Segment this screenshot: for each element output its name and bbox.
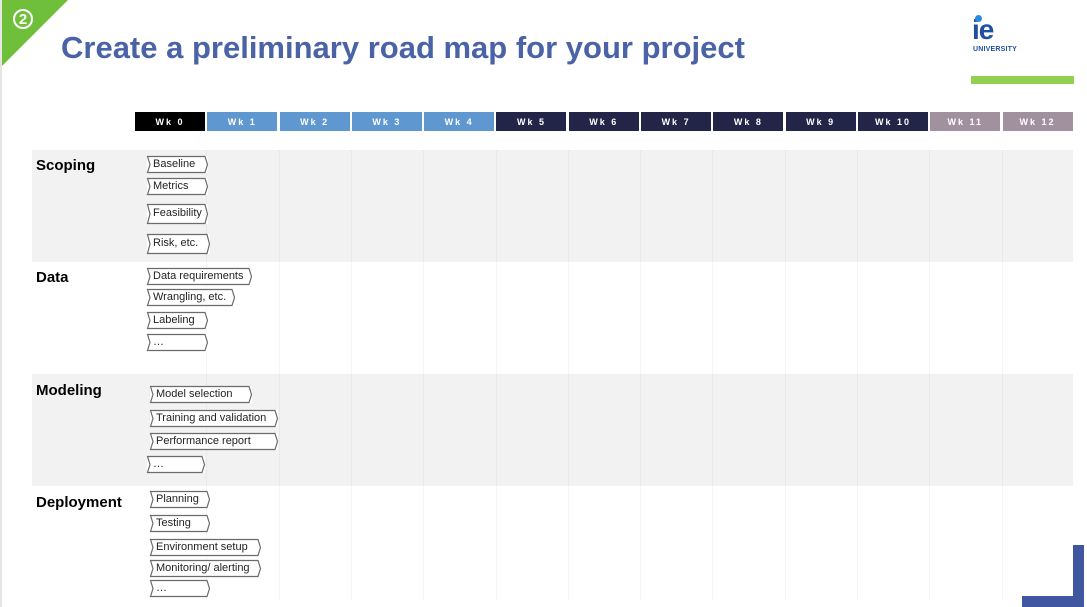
category-label-deployment: Deployment bbox=[36, 494, 122, 511]
week-column-guide bbox=[568, 150, 569, 600]
task-chip: Risk, etc. bbox=[146, 233, 211, 255]
chevron-shape-icon bbox=[146, 155, 209, 174]
task-chip-label: Risk, etc. bbox=[153, 237, 199, 249]
week-header-6: Wk 6 bbox=[568, 112, 639, 131]
logo-mark: ie bbox=[972, 14, 994, 45]
week-header-3: Wk 3 bbox=[351, 112, 422, 131]
week-column-guide bbox=[785, 150, 786, 600]
chevron-shape-icon bbox=[146, 333, 209, 352]
week-column-guide bbox=[857, 150, 858, 600]
task-chip-label: Labeling bbox=[153, 314, 195, 326]
task-chip: … bbox=[146, 455, 206, 474]
task-chip-label: … bbox=[156, 582, 167, 594]
accent-bar bbox=[971, 76, 1074, 84]
week-header-9: Wk 9 bbox=[785, 112, 856, 131]
task-chip: … bbox=[149, 579, 211, 598]
chevron-shape-icon bbox=[146, 203, 209, 225]
corner-decoration-vertical bbox=[1073, 545, 1084, 607]
task-chip: Training and validation bbox=[149, 409, 279, 428]
logo-dot-icon bbox=[975, 15, 982, 22]
corner-decoration-horizontal bbox=[1022, 596, 1084, 607]
task-chip: Feasibility bbox=[146, 203, 209, 225]
task-chip: Performance report bbox=[149, 432, 279, 451]
chevron-shape-icon bbox=[146, 177, 209, 196]
task-chip: Baseline bbox=[146, 155, 209, 174]
task-chip-label: Planning bbox=[156, 493, 199, 505]
chevron-shape-icon bbox=[149, 514, 211, 533]
task-chip-label: Testing bbox=[156, 517, 191, 529]
task-chip: Planning bbox=[149, 490, 211, 509]
task-chip-label: Baseline bbox=[153, 158, 196, 170]
task-chip: Labeling bbox=[146, 311, 209, 330]
task-chip-label: … bbox=[153, 458, 164, 470]
week-header-4: Wk 4 bbox=[424, 112, 495, 131]
chevron-shape-icon bbox=[149, 579, 211, 598]
week-header-11: Wk 11 bbox=[930, 112, 1001, 131]
task-chip-label: Feasibility bbox=[153, 207, 202, 219]
week-column-guide bbox=[1002, 150, 1003, 600]
logo-subtext: UNIVERSITY bbox=[973, 46, 1018, 53]
week-column-guide bbox=[929, 150, 930, 600]
week-header-2: Wk 2 bbox=[279, 112, 350, 131]
week-column-guide bbox=[423, 150, 424, 600]
chevron-shape-icon bbox=[146, 267, 253, 286]
task-chip: Data requirements bbox=[146, 267, 253, 286]
task-chip-label: Data requirements bbox=[153, 270, 244, 282]
task-chip-label: Performance report bbox=[156, 435, 251, 447]
category-label-modeling: Modeling bbox=[36, 382, 102, 399]
task-chip: Monitoring/ alerting bbox=[149, 559, 262, 578]
week-header-12: Wk 12 bbox=[1002, 112, 1073, 131]
task-chip-label: Training and validation bbox=[156, 412, 267, 424]
category-label-scoping: Scoping bbox=[36, 157, 96, 174]
week-header-7: Wk 7 bbox=[641, 112, 712, 131]
chevron-shape-icon bbox=[149, 409, 279, 428]
chevron-shape-icon bbox=[146, 233, 211, 255]
chevron-shape-icon bbox=[149, 538, 262, 557]
chevron-shape-icon bbox=[146, 455, 206, 474]
task-chip-label: Environment setup bbox=[156, 541, 248, 553]
week-column-guide bbox=[640, 150, 641, 600]
task-chip-label: Monitoring/ alerting bbox=[156, 562, 250, 574]
task-chip: Wrangling, etc. bbox=[146, 288, 236, 307]
task-chip: Model selection bbox=[149, 385, 253, 404]
task-chip: Environment setup bbox=[149, 538, 262, 557]
week-column-guide bbox=[496, 150, 497, 600]
category-label-data: Data bbox=[36, 269, 69, 286]
chevron-shape-icon bbox=[149, 490, 211, 509]
task-chip: Metrics bbox=[146, 177, 209, 196]
task-chip-label: Model selection bbox=[156, 388, 233, 400]
task-chip-label: Wrangling, etc. bbox=[153, 291, 227, 303]
week-header-5: Wk 5 bbox=[496, 112, 567, 131]
step-corner-triangle bbox=[2, 0, 68, 66]
page-title: Create a preliminary road map for your p… bbox=[61, 30, 745, 65]
step-number-badge: 2 bbox=[13, 9, 33, 29]
ie-university-logo: ie UNIVERSITY bbox=[972, 14, 1032, 60]
chevron-shape-icon bbox=[149, 385, 253, 404]
chevron-shape-icon bbox=[149, 559, 262, 578]
week-column-guide bbox=[279, 150, 280, 600]
task-chip: … bbox=[146, 333, 209, 352]
chevron-shape-icon bbox=[146, 288, 236, 307]
task-chip: Testing bbox=[149, 514, 211, 533]
week-column-guide bbox=[712, 150, 713, 600]
week-header-1: Wk 1 bbox=[207, 112, 278, 131]
week-column-guide bbox=[351, 150, 352, 600]
chevron-shape-icon bbox=[149, 432, 279, 451]
chevron-shape-icon bbox=[146, 311, 209, 330]
task-chip-label: Metrics bbox=[153, 180, 189, 192]
week-header-10: Wk 10 bbox=[857, 112, 928, 131]
week-header-0: Wk 0 bbox=[135, 112, 205, 131]
week-header-8: Wk 8 bbox=[713, 112, 784, 131]
task-chip-label: … bbox=[153, 336, 164, 348]
